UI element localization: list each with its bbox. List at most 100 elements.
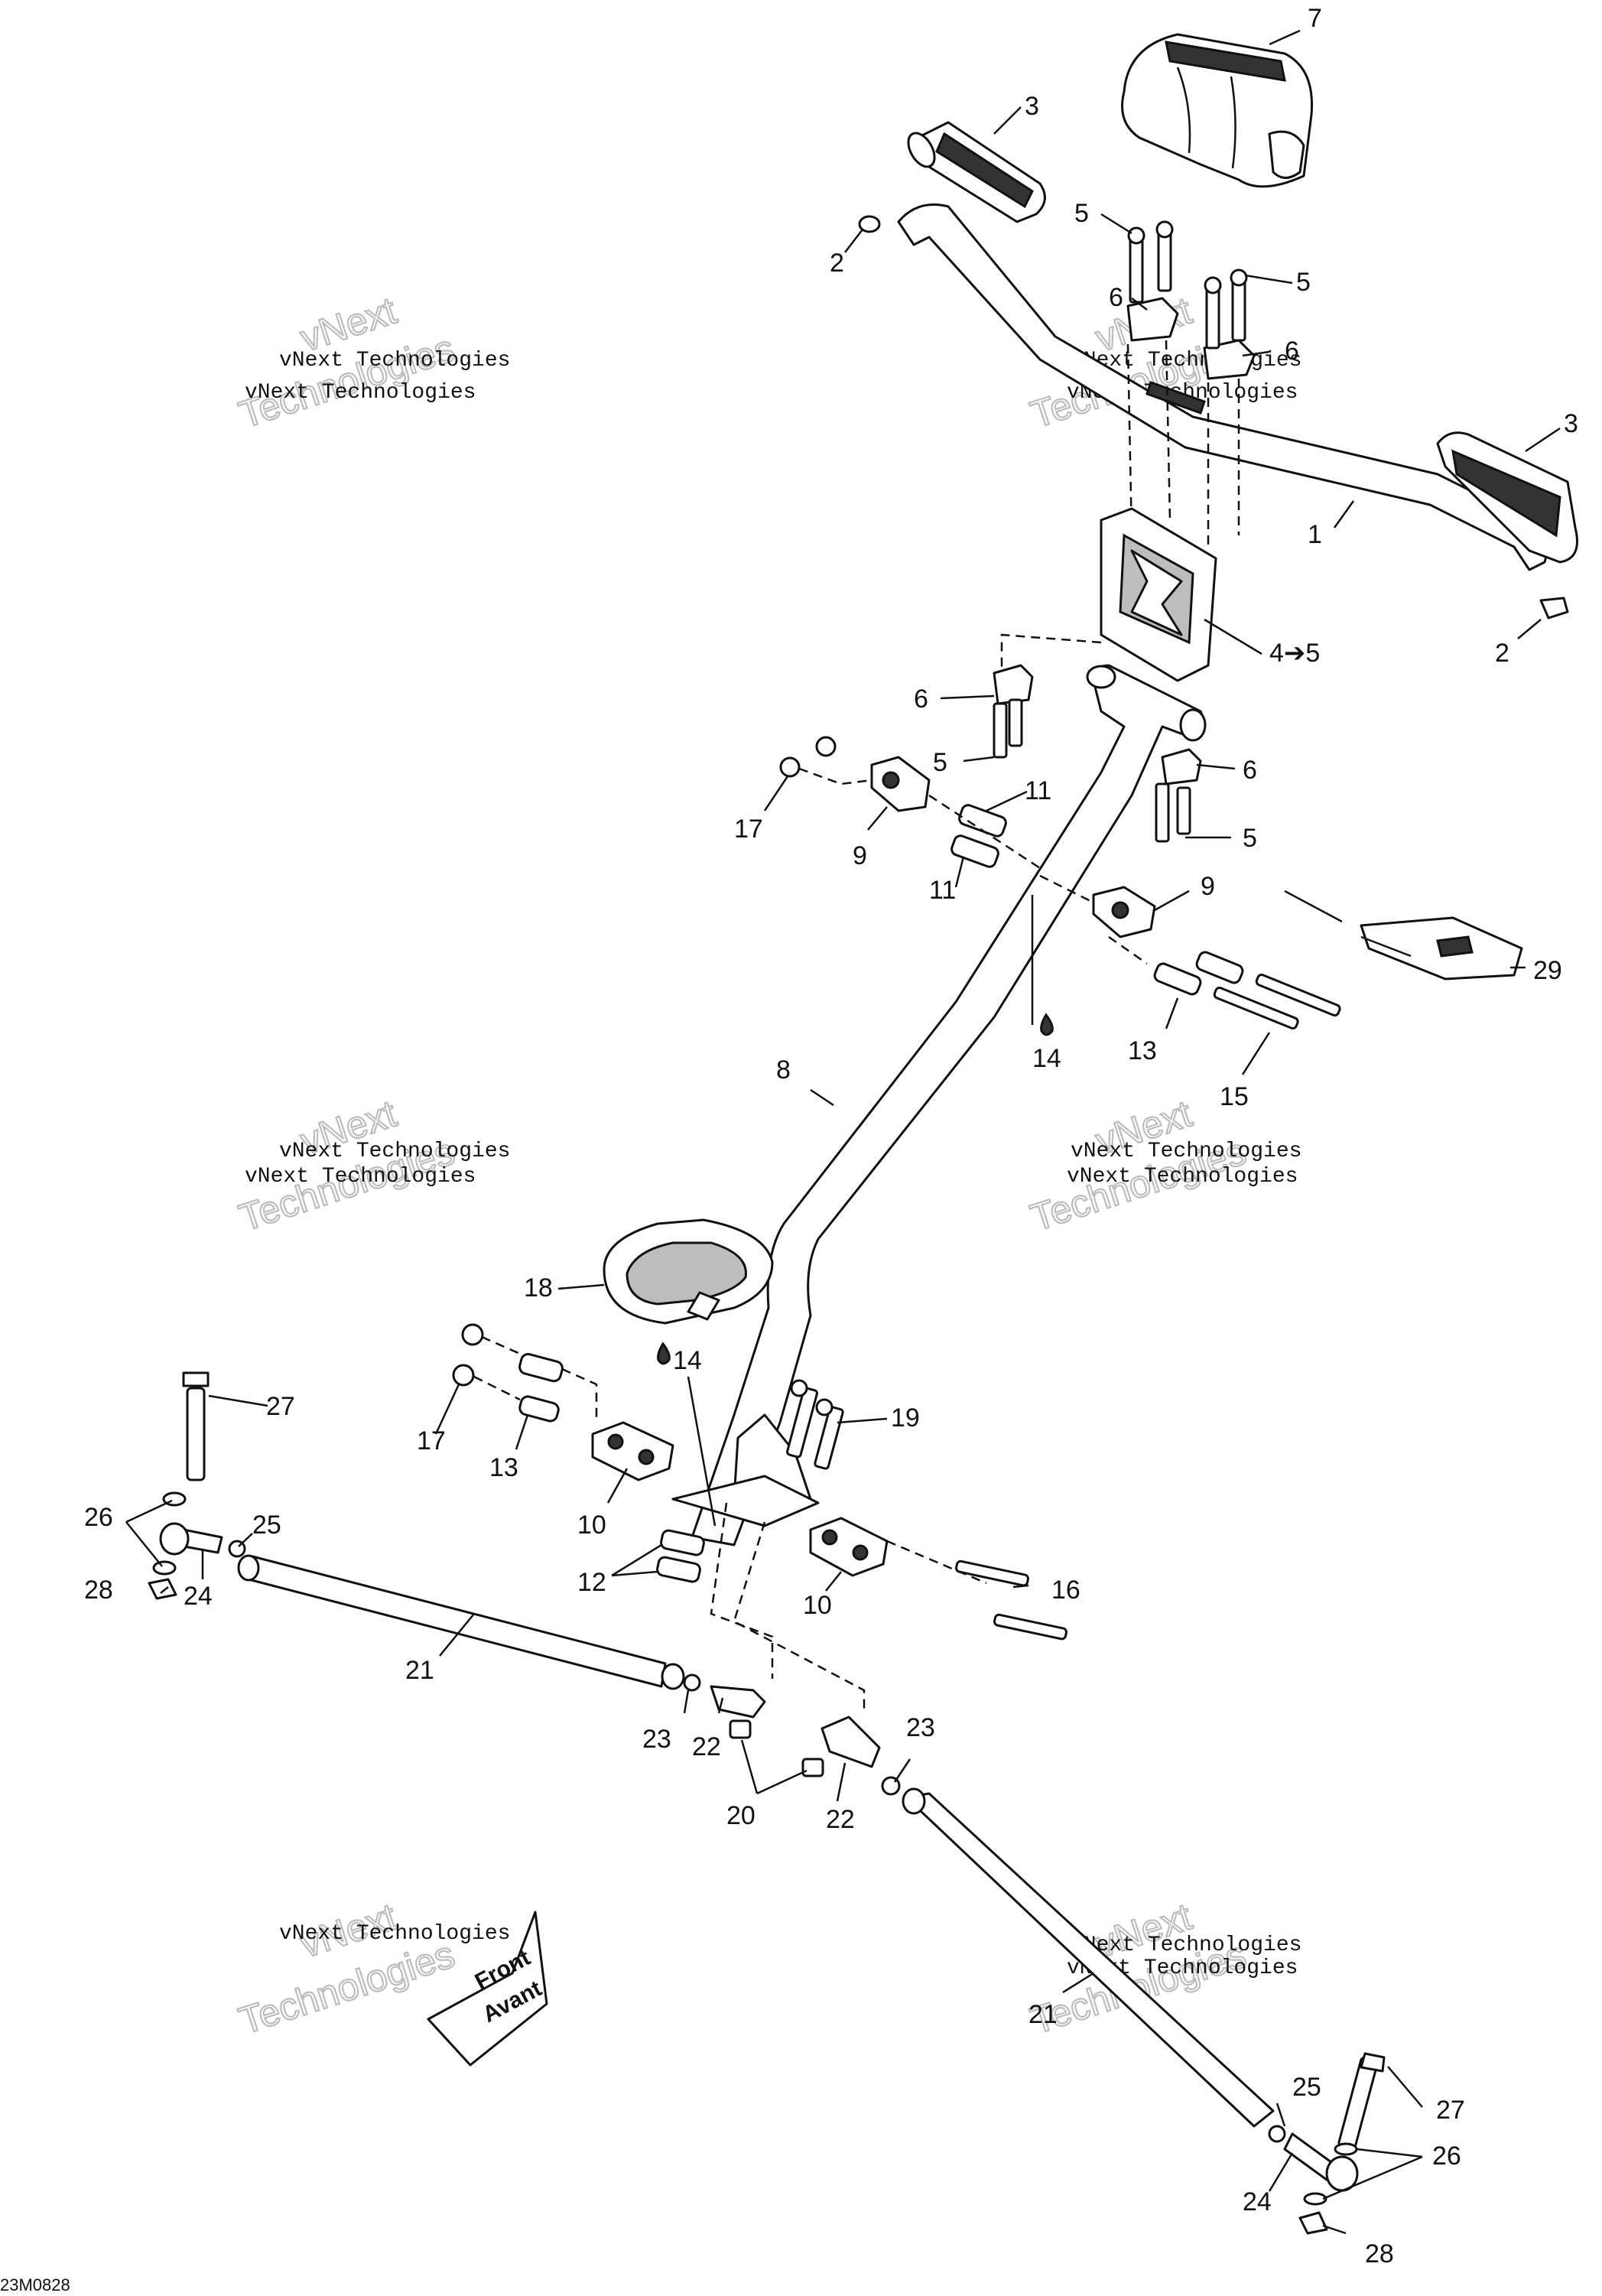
callout-26: 26 xyxy=(1432,2142,1461,2171)
end-plug-right xyxy=(1539,597,1569,620)
alignment-line xyxy=(1039,874,1094,904)
watermark-mid-right: vNext Technologies vNext Technologies vN… xyxy=(1025,1091,1301,1241)
steering-column xyxy=(691,664,1207,1546)
bolt-upper xyxy=(1255,974,1341,1017)
callout-1: 1 xyxy=(1308,520,1322,549)
alignment-line xyxy=(473,1375,521,1401)
callout-18: 18 xyxy=(524,1273,553,1302)
right-grip xyxy=(1436,431,1578,564)
callout-6: 6 xyxy=(1243,756,1257,785)
nut-lower xyxy=(452,1364,475,1387)
watermark-text: vNext Technologies xyxy=(279,1140,510,1163)
riser xyxy=(1100,507,1217,682)
callout-5: 5 xyxy=(1243,824,1257,853)
callout-14: 14 xyxy=(673,1346,702,1375)
callout-24: 24 xyxy=(184,1582,213,1611)
watermark-text: vNext Technologies xyxy=(245,1165,476,1189)
tie-rod-left xyxy=(237,1554,685,1690)
callout-23: 23 xyxy=(906,1713,935,1742)
bolt-lower xyxy=(993,1613,1067,1641)
alignment-line xyxy=(798,767,872,785)
upper-block-right xyxy=(1092,886,1156,938)
bolt-upper xyxy=(1213,986,1299,1030)
callout-23: 23 xyxy=(642,1725,671,1754)
callout-13: 13 xyxy=(489,1453,518,1482)
ball-joint-left-inner xyxy=(683,1673,766,1739)
handlebar-pad xyxy=(1121,33,1314,188)
callout-22: 22 xyxy=(692,1732,721,1761)
alignment-line xyxy=(1126,343,1133,536)
alignment-line xyxy=(886,1540,987,1585)
callout-10: 10 xyxy=(577,1511,606,1540)
callout-28: 28 xyxy=(1365,2239,1394,2268)
watermark-text: vNext Technologies xyxy=(1071,1933,1301,1957)
steering-arm xyxy=(671,1379,844,1527)
callout-3: 3 xyxy=(1025,92,1039,121)
callout-8: 8 xyxy=(776,1055,791,1085)
ball-joint-left-outer xyxy=(148,1371,246,1600)
bushing-upper xyxy=(950,834,999,868)
watermark-text: vNext Technologies xyxy=(1067,1165,1298,1189)
cover xyxy=(603,1218,774,1325)
grease-drop-icon xyxy=(1040,1013,1054,1036)
watermark-text: vNext Technologies xyxy=(245,381,476,405)
nut-upper xyxy=(779,756,801,778)
callout-25: 25 xyxy=(1292,2073,1321,2102)
alignment-line xyxy=(1000,633,1102,688)
callout-2: 2 xyxy=(1495,639,1509,668)
left-grip xyxy=(907,121,1046,223)
watermark-text: vNext Technologies xyxy=(1071,1140,1301,1163)
alignment-line xyxy=(1108,935,1148,965)
lower-clamp-right xyxy=(1155,748,1202,843)
callout-16: 16 xyxy=(1051,1576,1080,1605)
callout-2: 2 xyxy=(830,249,844,278)
drawing-id: 23M0828 xyxy=(0,2275,70,2294)
spacer-upper xyxy=(1195,951,1244,984)
callout-22: 22 xyxy=(826,1805,855,1834)
callout-5: 5 xyxy=(1296,268,1311,297)
callout-5: 5 xyxy=(1074,199,1089,228)
ball-joint-right-outer xyxy=(1268,2052,1386,2235)
alignment-line xyxy=(481,1335,521,1355)
callout-25: 25 xyxy=(252,1511,281,1540)
callout-17: 17 xyxy=(417,1426,446,1455)
watermark-mid-left: vNext Technologies vNext Technologies vN… xyxy=(233,1091,510,1241)
callout-21: 21 xyxy=(405,1656,434,1685)
spacer-upper xyxy=(1153,962,1202,996)
alignment-line xyxy=(928,794,1041,870)
callout-10: 10 xyxy=(803,1591,832,1620)
callout-13: 13 xyxy=(1128,1036,1157,1065)
nut-lower xyxy=(461,1323,484,1346)
tie-rod-right xyxy=(902,1787,1275,2128)
callout-6: 6 xyxy=(914,685,928,714)
callout-9: 9 xyxy=(853,841,867,870)
upper-block-left xyxy=(870,756,931,812)
callout-26: 26 xyxy=(84,1503,113,1532)
bushing-lower xyxy=(660,1529,705,1556)
alignment-line xyxy=(561,1368,598,1423)
spacer-lower xyxy=(518,1395,560,1423)
callout-5: 5 xyxy=(933,748,947,777)
callout-9: 9 xyxy=(1201,872,1215,901)
callout-11: 11 xyxy=(929,876,956,905)
spacer-lower xyxy=(518,1352,564,1383)
plate-hole xyxy=(1436,935,1474,958)
callout-6: 6 xyxy=(1109,283,1123,312)
upper-clamp-right xyxy=(1203,268,1256,380)
callouts: 7 3 5 2 5 6 6 3 1 2 4➔5 6 5 6 11 17 9 5 … xyxy=(84,4,1578,2268)
ball-joint-right-inner xyxy=(801,1715,901,1796)
bushing-lower xyxy=(656,1556,701,1583)
lower-clamp-left xyxy=(993,664,1034,759)
callout-17: 17 xyxy=(734,815,763,844)
upper-clamp-left xyxy=(1126,220,1179,342)
callout-28: 28 xyxy=(84,1576,113,1605)
callout-27: 27 xyxy=(266,1392,295,1421)
callout-14: 14 xyxy=(1032,1044,1061,1073)
grease-drop-icon xyxy=(657,1342,671,1365)
callout-15: 15 xyxy=(1220,1082,1249,1111)
callout-27: 27 xyxy=(1436,2096,1465,2125)
callout-24: 24 xyxy=(1243,2187,1272,2216)
lower-block-right xyxy=(809,1517,889,1577)
callout-12: 12 xyxy=(577,1568,606,1597)
